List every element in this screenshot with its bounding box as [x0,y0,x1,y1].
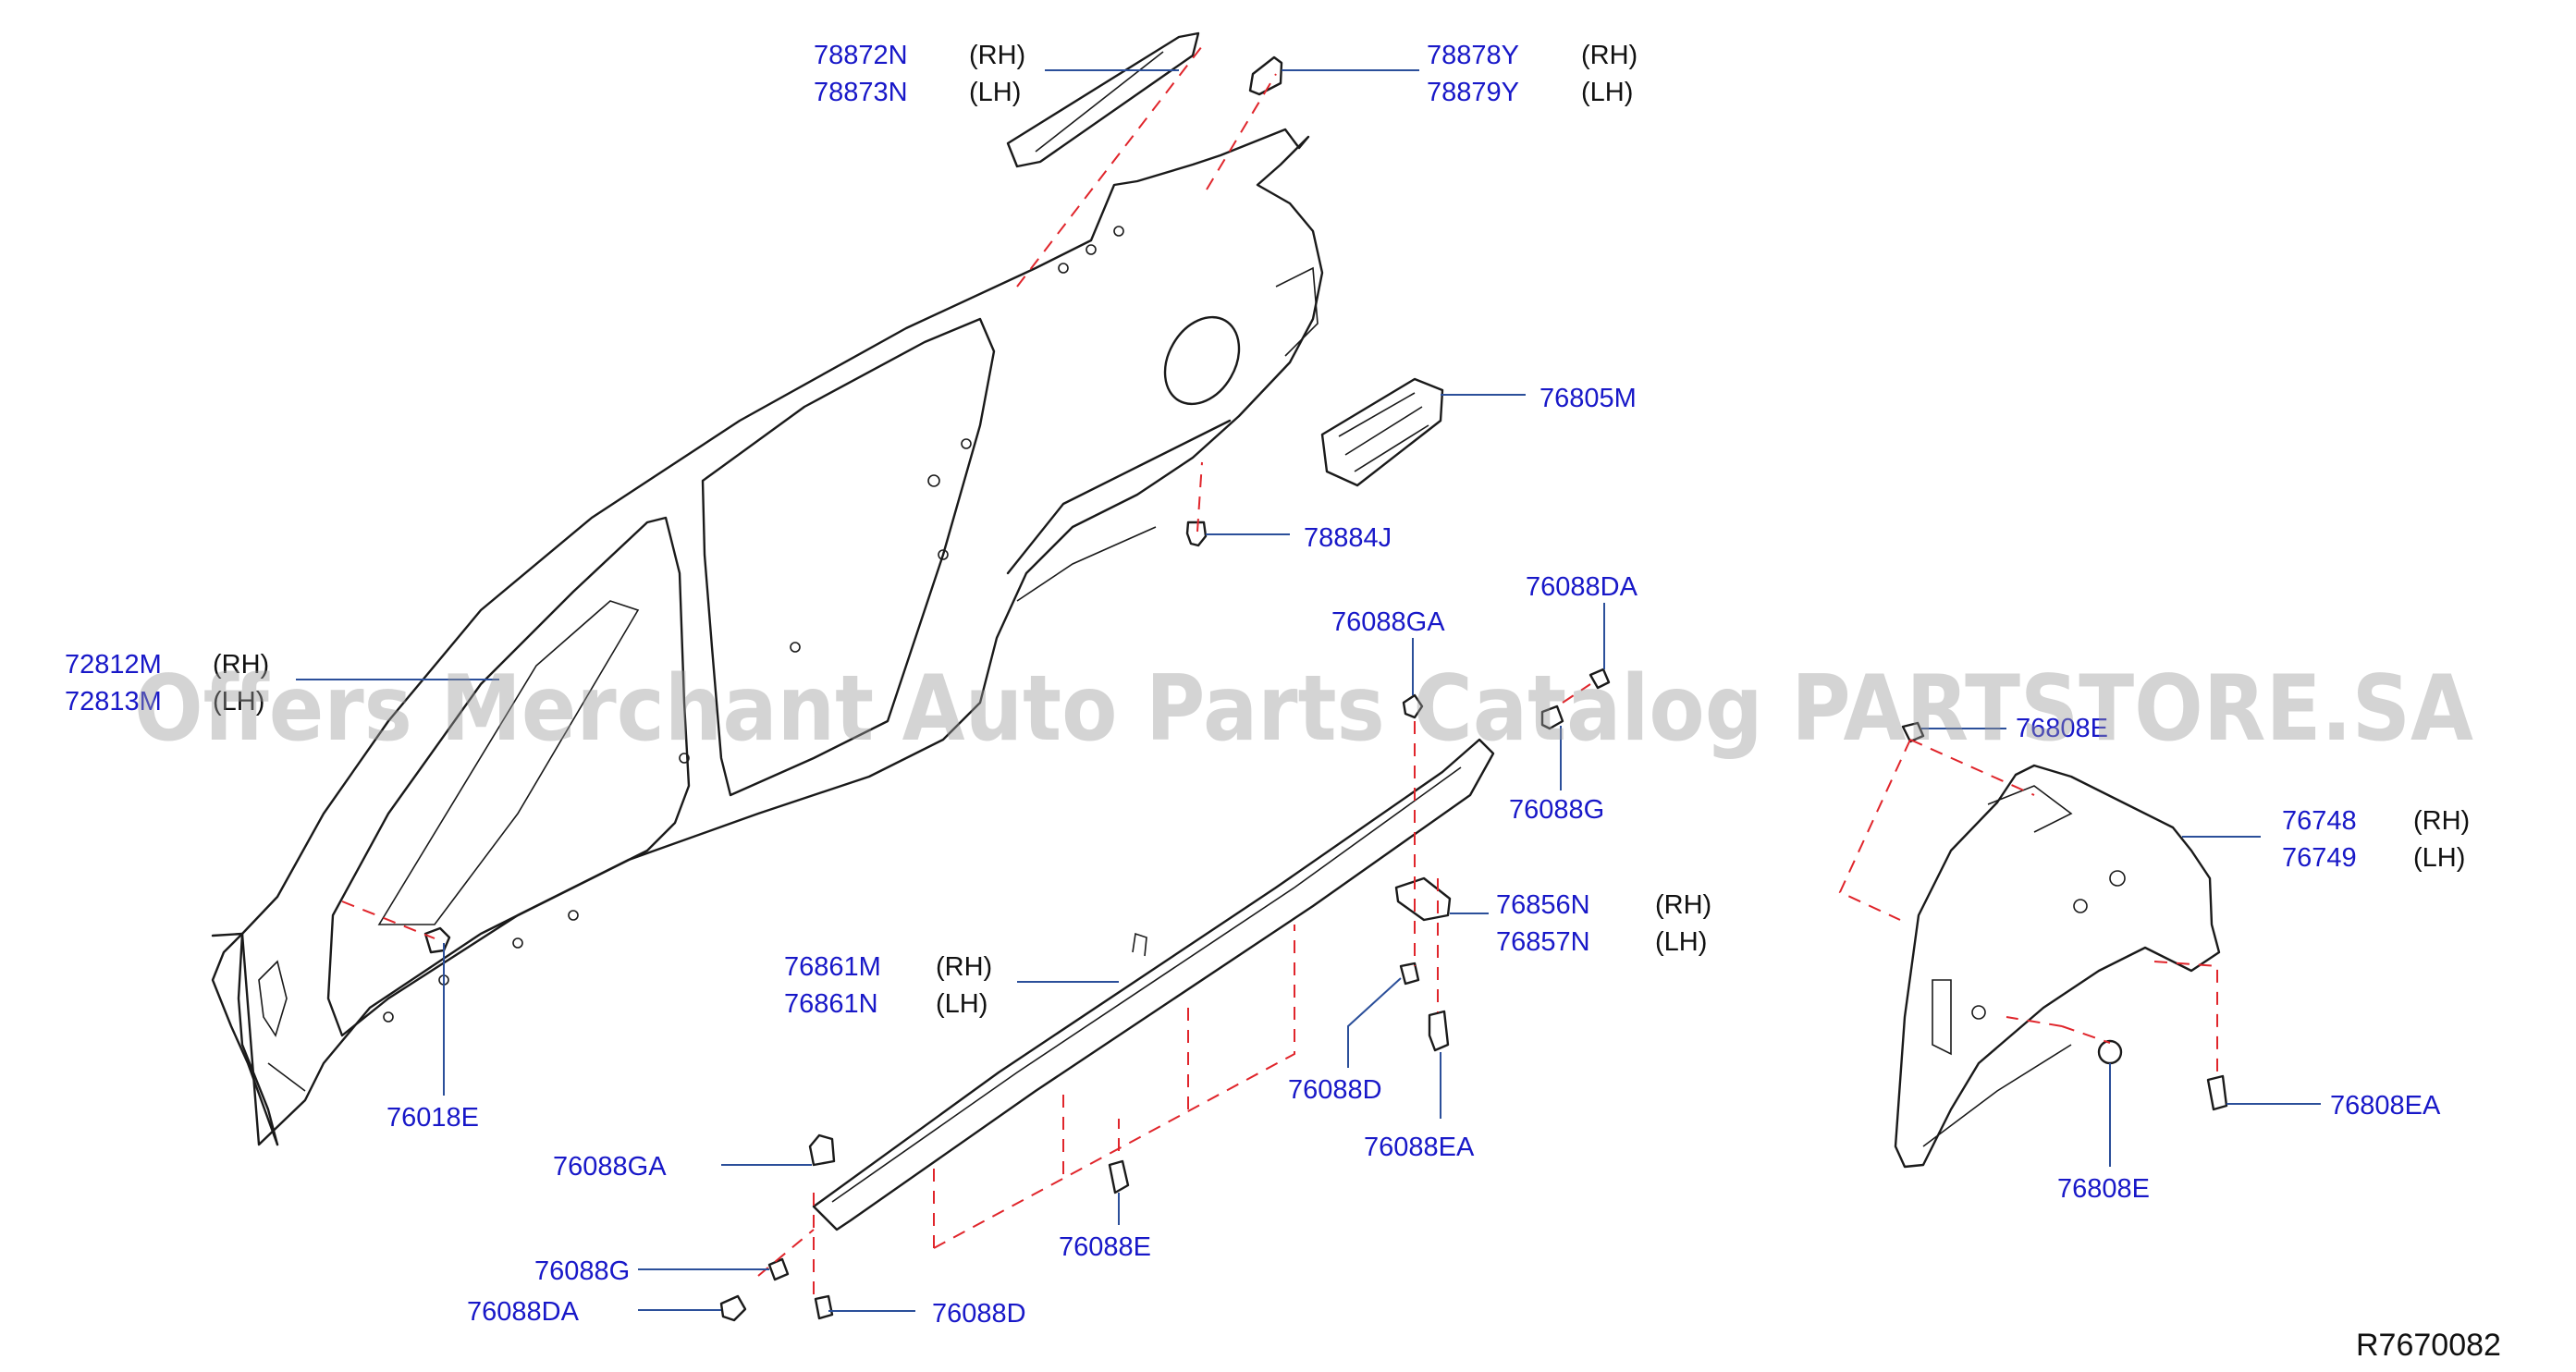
callout-76748[interactable]: 76748 (RH) [2282,806,2470,836]
svg-text:(LH): (LH) [1581,78,1633,107]
svg-text:(LH): (LH) [2413,843,2465,873]
svg-text:(RH): (RH) [936,952,992,982]
svg-text:76088D: 76088D [932,1299,1026,1329]
svg-text:76805M: 76805M [1539,384,1637,413]
rear-bracket[interactable] [1248,55,1283,96]
callout-76088G-bot[interactable]: 76088G [534,1256,630,1286]
clip-76088D-bot[interactable] [814,1294,834,1320]
svg-text:78878Y: 78878Y [1427,41,1519,70]
svg-text:76088G: 76088G [534,1256,630,1286]
callout-76808EA[interactable]: 76808EA [2330,1091,2441,1121]
svg-text:76856N: 76856N [1496,890,1590,920]
svg-text:(RH): (RH) [1655,890,1711,920]
svg-text:76088GA: 76088GA [553,1152,667,1182]
callout-76088D-bot[interactable]: 76088D [932,1299,1026,1329]
svg-text:(RH): (RH) [969,41,1025,70]
svg-text:76088E: 76088E [1059,1232,1151,1262]
svg-text:76748: 76748 [2282,806,2357,836]
callout-76749[interactable]: 76749 (LH) [2282,843,2465,873]
svg-text:76857N: 76857N [1496,927,1590,957]
callout-76088DA-top[interactable]: 76088DA [1526,572,1638,602]
callout-76088E-bot[interactable]: 76088E [1059,1232,1151,1262]
svg-text:76749: 76749 [2282,843,2357,873]
callout-76088EA-mid[interactable]: 76088EA [1364,1133,1475,1162]
svg-text:78884J: 78884J [1304,523,1392,553]
air-extractor-vent[interactable] [1320,377,1444,487]
svg-text:76088G: 76088G [1509,795,1604,825]
clip-76088GA-top[interactable] [1402,693,1424,719]
clip-76088GA-bot[interactable] [808,1133,836,1167]
clip-76088EA-mid[interactable] [1428,1010,1450,1052]
callout-76805M[interactable]: 76805M [1539,384,1637,413]
callout-76088DA-bot[interactable]: 76088DA [467,1297,580,1327]
screw-76808EA[interactable] [2206,1074,2228,1111]
callout-72812M[interactable]: 72812M (RH) [65,650,269,680]
svg-text:76088EA: 76088EA [1364,1133,1475,1162]
callout-72813M[interactable]: 72813M (LH) [65,687,264,717]
diagram-code: R7670082 [2356,1328,2501,1363]
assembly-lines [341,45,2218,1294]
svg-text:76808E: 76808E [2057,1174,2150,1204]
leader-lines [296,69,2321,1312]
callout-76088G-top[interactable]: 76088G [1509,795,1604,825]
svg-text:(LH): (LH) [213,687,264,717]
nut-76808E-bot[interactable] [2097,1039,2123,1065]
svg-text:76808E: 76808E [2016,714,2108,743]
callout-76808E-bot[interactable]: 76808E [2057,1174,2150,1204]
front-door-opening [326,516,691,1037]
clip-76088D-mid[interactable] [1399,962,1420,986]
clip-78884J[interactable] [1185,521,1208,547]
rear-fender-details [1006,266,1319,602]
callout-76857N[interactable]: 76857N (LH) [1496,927,1707,957]
callout-78884J[interactable]: 78884J [1304,523,1392,553]
sill-molding[interactable] [812,738,1495,1231]
svg-text:76088DA: 76088DA [467,1297,580,1327]
callout-76861M[interactable]: 76861M (RH) [784,952,992,982]
callout-78873N[interactable]: 78873N (LH) [814,78,1021,107]
svg-text:76088DA: 76088DA [1526,572,1638,602]
callout-78878Y[interactable]: 78878Y (RH) [1427,41,1638,70]
svg-text:76808EA: 76808EA [2330,1091,2441,1121]
callout-76088GA-top[interactable]: 76088GA [1331,607,1445,637]
svg-text:76861M: 76861M [784,952,881,982]
callout-76856N[interactable]: 76856N (RH) [1496,890,1711,920]
svg-text:78879Y: 78879Y [1427,78,1519,107]
clip-76088E-bot[interactable] [1108,1159,1130,1194]
svg-text:76018E: 76018E [386,1103,479,1133]
svg-text:(RH): (RH) [2413,806,2470,836]
svg-text:(RH): (RH) [1581,41,1638,70]
svg-text:78873N: 78873N [814,78,908,107]
svg-text:72813M: 72813M [65,687,162,717]
clip-76088DA-bot[interactable] [719,1294,747,1322]
fender-protector[interactable] [1894,764,2221,1169]
callout-76018E[interactable]: 76018E [386,1103,479,1133]
clip-76088DA-top[interactable] [1589,668,1611,690]
svg-text:76088D: 76088D [1288,1075,1382,1105]
svg-text:(LH): (LH) [1655,927,1707,957]
svg-text:(LH): (LH) [969,78,1021,107]
body-side-outer-panel[interactable] [211,128,1324,1146]
svg-text:76088GA: 76088GA [1331,607,1445,637]
clip-76088G-bot[interactable] [767,1257,790,1281]
callout-76088GA-bot[interactable]: 76088GA [553,1152,667,1182]
callout-76808E-top[interactable]: 76808E [2016,714,2108,743]
svg-text:78872N: 78872N [814,41,908,70]
callout-76088D-mid[interactable]: 76088D [1288,1075,1382,1105]
watermark: Offers Merchant Auto Parts Catalog PARTS… [134,656,2473,762]
svg-text:72812M: 72812M [65,650,162,680]
callout-78872N[interactable]: 78872N (RH) [814,41,1025,70]
bracket-76856N[interactable] [1394,876,1452,922]
callout-76861N[interactable]: 76861N (LH) [784,989,987,1019]
svg-text:(RH): (RH) [213,650,269,680]
svg-text:76861N: 76861N [784,989,878,1019]
rear-door-opening [701,317,996,797]
clip-76088G-top[interactable] [1540,704,1564,730]
nut-76808E-top[interactable] [1901,721,1925,743]
svg-text:(LH): (LH) [936,989,987,1019]
callout-78879Y[interactable]: 78879Y (LH) [1427,78,1633,107]
roof-molding[interactable] [1006,31,1200,168]
